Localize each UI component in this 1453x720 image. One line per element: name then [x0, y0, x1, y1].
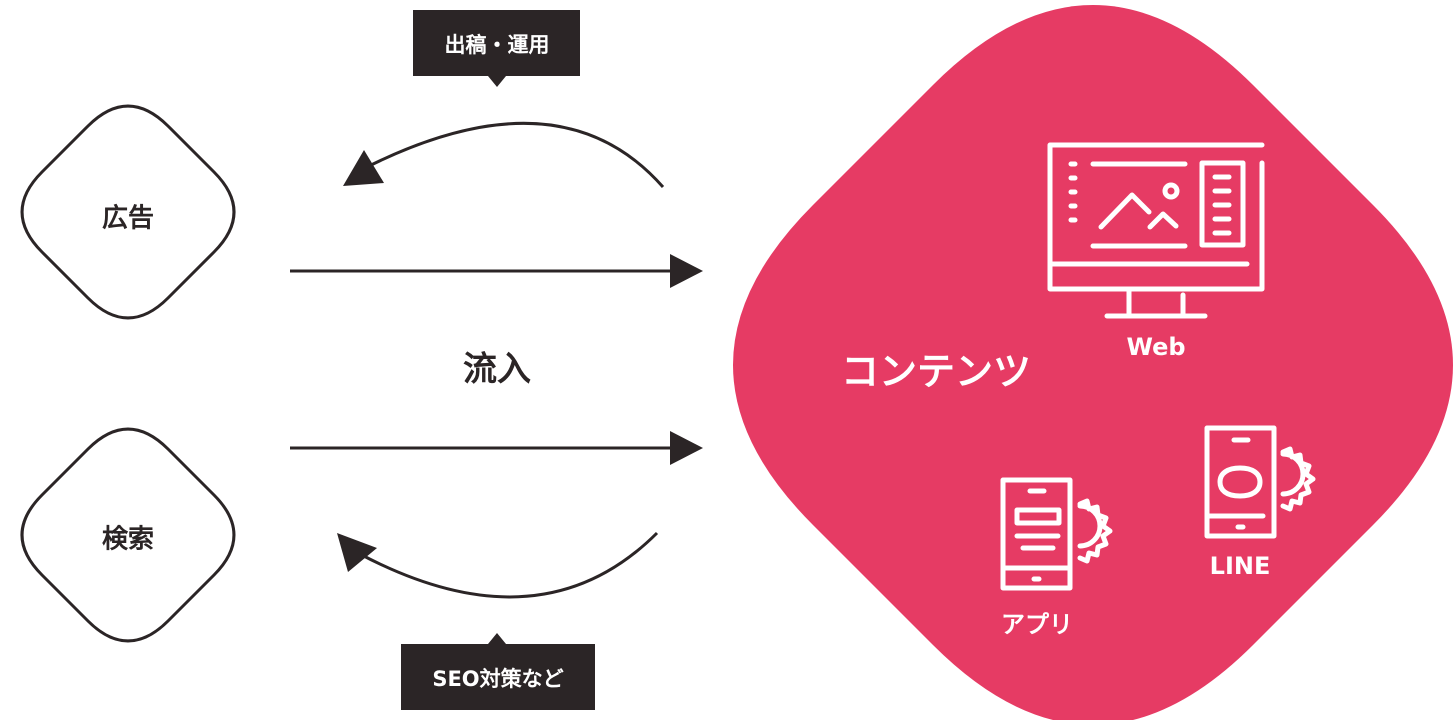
tag-bottom-label: SEO対策など — [432, 667, 564, 691]
channel-label-web: Web — [1126, 333, 1186, 361]
tag-bottom-box — [401, 644, 595, 710]
ad-node-shape — [20, 104, 236, 320]
smartphone-chat-gear-icon — [1204, 425, 1316, 539]
smartphone-gear-icon — [1000, 477, 1113, 591]
tag-top-label: 出稿・運用 — [444, 33, 550, 57]
tag-top-pointer — [488, 76, 506, 87]
search-node-shape — [20, 427, 236, 643]
return-arrow-bottom — [357, 531, 659, 599]
channel-label-app: アプリ — [1001, 610, 1073, 639]
content-blob — [733, 5, 1453, 720]
monitor-icon — [1047, 142, 1265, 319]
tag-top-box — [413, 10, 580, 76]
flow-arrow-search-head — [670, 431, 703, 465]
content-title: コンテンツ — [840, 349, 1032, 394]
tag-bottom-pointer — [488, 633, 506, 644]
ad-node-label: 広告 — [101, 203, 155, 234]
channel-label-line: LINE — [1209, 552, 1271, 580]
search-node-label: 検索 — [101, 524, 155, 555]
return-arrow-top — [364, 121, 665, 188]
flow-arrow-ad-head — [670, 254, 703, 288]
return-arrow-top-head — [343, 150, 384, 186]
return-arrow-bottom-head — [337, 533, 377, 572]
flow-label: 流入 — [463, 349, 531, 390]
